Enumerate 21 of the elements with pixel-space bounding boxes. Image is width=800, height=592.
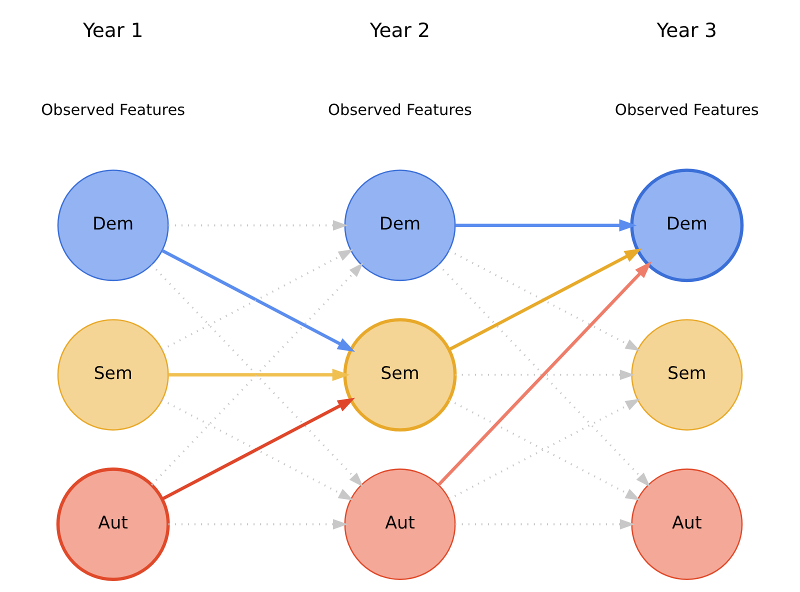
label: Observed Features xyxy=(41,100,186,119)
node-circle: Aut xyxy=(631,468,743,580)
arrow xyxy=(455,219,637,232)
arrow xyxy=(168,368,350,381)
arrow xyxy=(455,370,635,380)
node-circle: Sem xyxy=(57,319,169,431)
node-circle: Dem xyxy=(57,170,169,282)
label: Year 1 xyxy=(82,19,144,42)
label: Observed Features xyxy=(614,100,759,119)
label: Year 2 xyxy=(370,19,430,42)
arrow xyxy=(455,519,635,530)
node-circle: Dem xyxy=(344,170,456,282)
node-circle: Sem xyxy=(631,319,743,431)
node-circle: Aut xyxy=(344,468,456,580)
node-circle: Aut xyxy=(56,468,170,581)
label: Observed Features xyxy=(328,100,472,119)
node-circle: Sem xyxy=(343,318,457,432)
arrow xyxy=(168,220,348,231)
arrow xyxy=(168,519,348,530)
node-circle: Dem xyxy=(630,168,744,282)
label: Year 3 xyxy=(656,19,718,42)
